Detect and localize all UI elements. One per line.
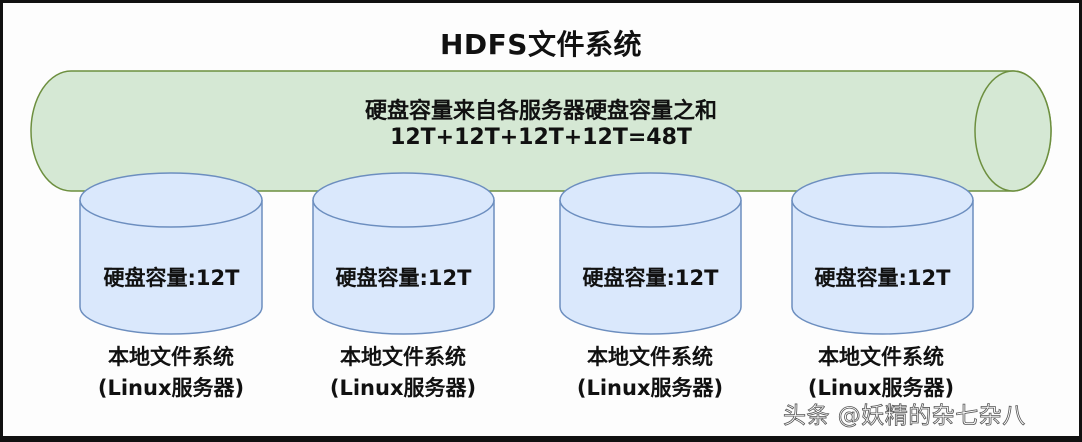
diagram-canvas: HDFS文件系统 硬盘容量来自各服务器硬盘容量之和 12T+12T+12T+12… (3, 3, 1079, 436)
node-caption-line1: 本地文件系统 (340, 345, 466, 369)
disk-cylinder-2 (312, 172, 495, 335)
node-caption-line2: (Linux服务器) (329, 376, 477, 400)
node-caption: 本地文件系统 (Linux服务器) (283, 342, 523, 404)
node-caption: 本地文件系统 (Linux服务器) (761, 342, 1001, 404)
node-caption: 本地文件系统 (Linux服务器) (530, 342, 770, 404)
disk-cylinder-1 (79, 172, 263, 335)
node-caption-line2: (Linux服务器) (576, 376, 724, 400)
disk-capacity-label: 硬盘容量:12T (103, 266, 240, 290)
node-caption-line1: 本地文件系统 (587, 345, 713, 369)
node-caption-line2: (Linux服务器) (807, 376, 955, 400)
bus-description: 硬盘容量来自各服务器硬盘容量之和 (364, 99, 717, 124)
hdfs-cylinder (30, 70, 1052, 192)
node-caption-line1: 本地文件系统 (108, 345, 234, 369)
diagram-title: HDFS文件系统 (440, 28, 642, 61)
watermark: 头条 @妖精的杂七杂八 (783, 403, 1026, 430)
disk-capacity-label: 硬盘容量:12T (582, 266, 719, 290)
shapes-layer (30, 70, 1052, 335)
node-caption-line1: 本地文件系统 (818, 345, 944, 369)
bus-capacity-sum: 12T+12T+12T+12T=48T (390, 125, 692, 150)
disk-cylinder-3 (559, 172, 742, 335)
node-caption: 本地文件系统 (Linux服务器) (51, 342, 291, 404)
disk-cylinder-4 (791, 172, 974, 335)
disk-capacity-label: 硬盘容量:12T (814, 266, 951, 290)
disk-capacity-label: 硬盘容量:12T (335, 266, 472, 290)
node-caption-line2: (Linux服务器) (97, 376, 245, 400)
